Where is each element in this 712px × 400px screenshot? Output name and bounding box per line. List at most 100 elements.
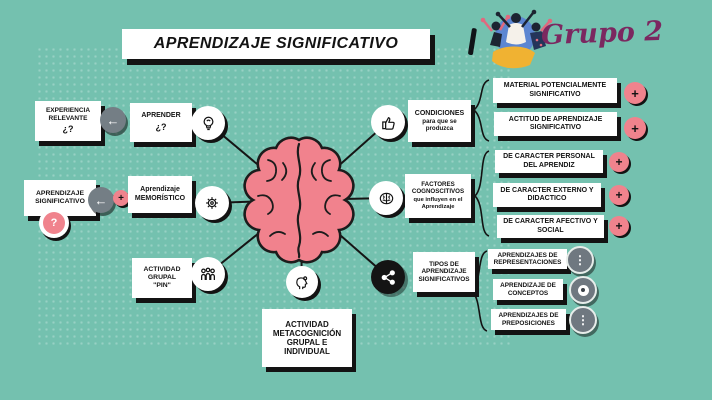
brain-folds <box>257 159 341 237</box>
logo-people-illustration <box>468 9 553 69</box>
node-actividad-grupal: ACTIVIDAD GRUPAL "PIN" <box>132 258 192 298</box>
label-line: SOCIAL <box>537 226 564 234</box>
back-arrow-button[interactable]: ← <box>88 187 114 213</box>
node-experiencia-relevante: EXPERIENCIA RELEVANTE ¿? <box>35 101 101 141</box>
item-actitud-aprendizaje: ACTITUD DE APRENDIZAJE SIGNIFICATIVO <box>494 112 617 136</box>
question-mark-label: ¿? <box>62 124 74 135</box>
share-icon <box>381 269 395 285</box>
plus-icon: + <box>118 192 124 204</box>
label-line: DE CARACTER AFECTIVO Y <box>503 218 598 226</box>
plus-icon: + <box>615 219 623 233</box>
label-line: CONDICIONES <box>414 109 465 117</box>
plus-icon: + <box>631 120 639 136</box>
label-line: MEMORÍSTICO <box>134 194 186 202</box>
share-marker-button[interactable] <box>371 260 405 294</box>
label-line: MATERIAL POTENCIALMENTE <box>503 82 607 90</box>
plus-button[interactable]: + <box>609 216 629 236</box>
label-line: DIDACTICO <box>527 195 567 202</box>
mini-brain-icon <box>379 192 393 204</box>
item-aprendizajes-representaciones: APRENDIZAJES DE REPRESENTACIONES <box>488 249 567 269</box>
node-aprender: APRENDER ¿? <box>130 103 192 142</box>
item-aprendizajes-preposiciones: APRENDIZAJES DE PREPOSICIONES <box>491 309 566 330</box>
node-aprendizaje-memoristico: Aprendizaje MEMORÍSTICO <box>128 176 192 213</box>
kebab-menu-button[interactable]: ⋮ <box>566 246 594 274</box>
plus-button[interactable]: + <box>624 117 646 139</box>
node-factores-cognoscitivos: FACTORES COGNOSCITIVOS que influyen en e… <box>405 174 471 218</box>
item-caracter-afectivo: DE CARACTER AFECTIVO Y SOCIAL <box>497 215 604 238</box>
node-tipos-aprendizaje: TIPOS DE APRENDIZAJE SIGNIFICATIVOS <box>413 252 475 292</box>
label-line: REPRESENTACIONES <box>493 259 562 266</box>
label-line: GRUPAL <box>147 274 177 282</box>
group-marker-button[interactable] <box>191 257 225 291</box>
node-condiciones: CONDICIONES para que se produzca <box>408 100 471 142</box>
eye-button[interactable] <box>569 276 597 304</box>
brain-marker-button[interactable] <box>369 181 403 215</box>
question-marker-button[interactable]: ? <box>39 208 69 238</box>
label-line: SIGNIFICATIVO <box>529 124 582 131</box>
label-line: Aprendizaje <box>421 204 455 211</box>
kebab-menu-icon: ⋮ <box>577 313 589 327</box>
plus-button[interactable]: + <box>609 152 629 172</box>
plus-icon: + <box>615 188 623 202</box>
kebab-menu-button[interactable]: ⋮ <box>569 306 597 334</box>
gear-marker-button[interactable] <box>195 186 229 220</box>
label-line: APRENDER <box>141 112 181 120</box>
label-line: para que se <box>422 117 457 125</box>
page-title: APRENDIZAJE SIGNIFICATIVO <box>122 29 430 59</box>
label-line: APRENDIZAJE <box>421 268 467 276</box>
label-line: ACTIVIDAD <box>285 319 329 329</box>
plus-button[interactable]: + <box>624 82 646 104</box>
plus-button[interactable]: + <box>609 185 629 205</box>
item-material-potencialmente: MATERIAL POTENCIALMENTE SIGNIFICATIVO <box>493 78 617 103</box>
label-line: GRUPAL E <box>286 338 328 347</box>
item-caracter-personal: DE CARACTER PERSONAL DEL APRENDIZ <box>495 150 603 173</box>
label-line: EXPERIENCIA <box>45 107 91 115</box>
label-line: Aprendizaje <box>140 186 180 194</box>
question-mark-label: ¿? <box>155 122 167 133</box>
label-line: SIGNIFICATIVO <box>35 198 85 205</box>
gear-icon <box>206 197 218 209</box>
label-line: ACTIVIDAD <box>143 266 181 274</box>
label-line: TIPOS DE <box>429 260 459 268</box>
brand-logo-text: Grupo 2 <box>540 15 664 52</box>
lightbulb-icon <box>203 116 213 130</box>
label-line: DE CARACTER EXTERNO Y <box>500 186 594 194</box>
label-line: DE CARACTER PERSONAL <box>503 153 595 161</box>
label-line: PREPOSICIONES <box>502 319 555 327</box>
thumbs-up-icon <box>381 116 395 130</box>
label-line: FACTORES <box>421 180 455 188</box>
label-line: que influyen en el <box>413 197 463 204</box>
eye-icon <box>577 284 589 296</box>
back-arrow-button[interactable]: ← <box>100 107 126 133</box>
label-line: APRENDIZAJES DE <box>498 312 559 320</box>
plus-mini-button[interactable]: + <box>113 190 129 206</box>
label-line: "PIN" <box>153 281 171 289</box>
curly-braces <box>470 79 490 332</box>
label-line: produzca <box>425 125 454 133</box>
label-line: RELEVANTE <box>48 114 88 122</box>
label-line: SIGNIFICATIVOS <box>418 275 470 283</box>
node-actividad-metacognicion: ACTIVIDAD METACOGNICIÓN GRUPAL E INDIVID… <box>262 309 352 367</box>
question-badge: ? <box>43 212 65 234</box>
item-caracter-externo: DE CARACTER EXTERNO Y DIDACTICO <box>493 183 601 207</box>
label-line: SIGNIFICATIVO <box>529 90 581 98</box>
item-aprendizaje-conceptos: APRENDIZAJE DE CONCEPTOS <box>493 279 563 300</box>
label-line: ACTITUD DE APRENDIZAJE <box>508 115 603 123</box>
label-line: APRENDIZAJE <box>36 190 84 198</box>
label-line: CONCEPTOS <box>507 289 549 297</box>
metacognition-marker-button[interactable] <box>286 266 318 298</box>
label-line: INDIVIDUAL <box>284 347 330 357</box>
plus-icon: + <box>615 155 623 169</box>
plus-icon: + <box>631 85 639 101</box>
label-line: DEL APRENDIZ <box>523 161 575 169</box>
lightbulb-marker-button[interactable] <box>191 106 225 140</box>
people-group-icon <box>201 267 215 280</box>
label-line: APRENDIZAJE DE <box>500 282 556 290</box>
label-line: METACOGNICIÓN <box>272 328 342 338</box>
left-arrow-icon: ← <box>106 112 120 128</box>
left-arrow-icon: ← <box>94 192 108 208</box>
thumbs-up-marker-button[interactable] <box>371 105 405 139</box>
head-gear-icon <box>295 275 308 289</box>
label-line: COGNOSCITIVOS <box>411 188 465 196</box>
